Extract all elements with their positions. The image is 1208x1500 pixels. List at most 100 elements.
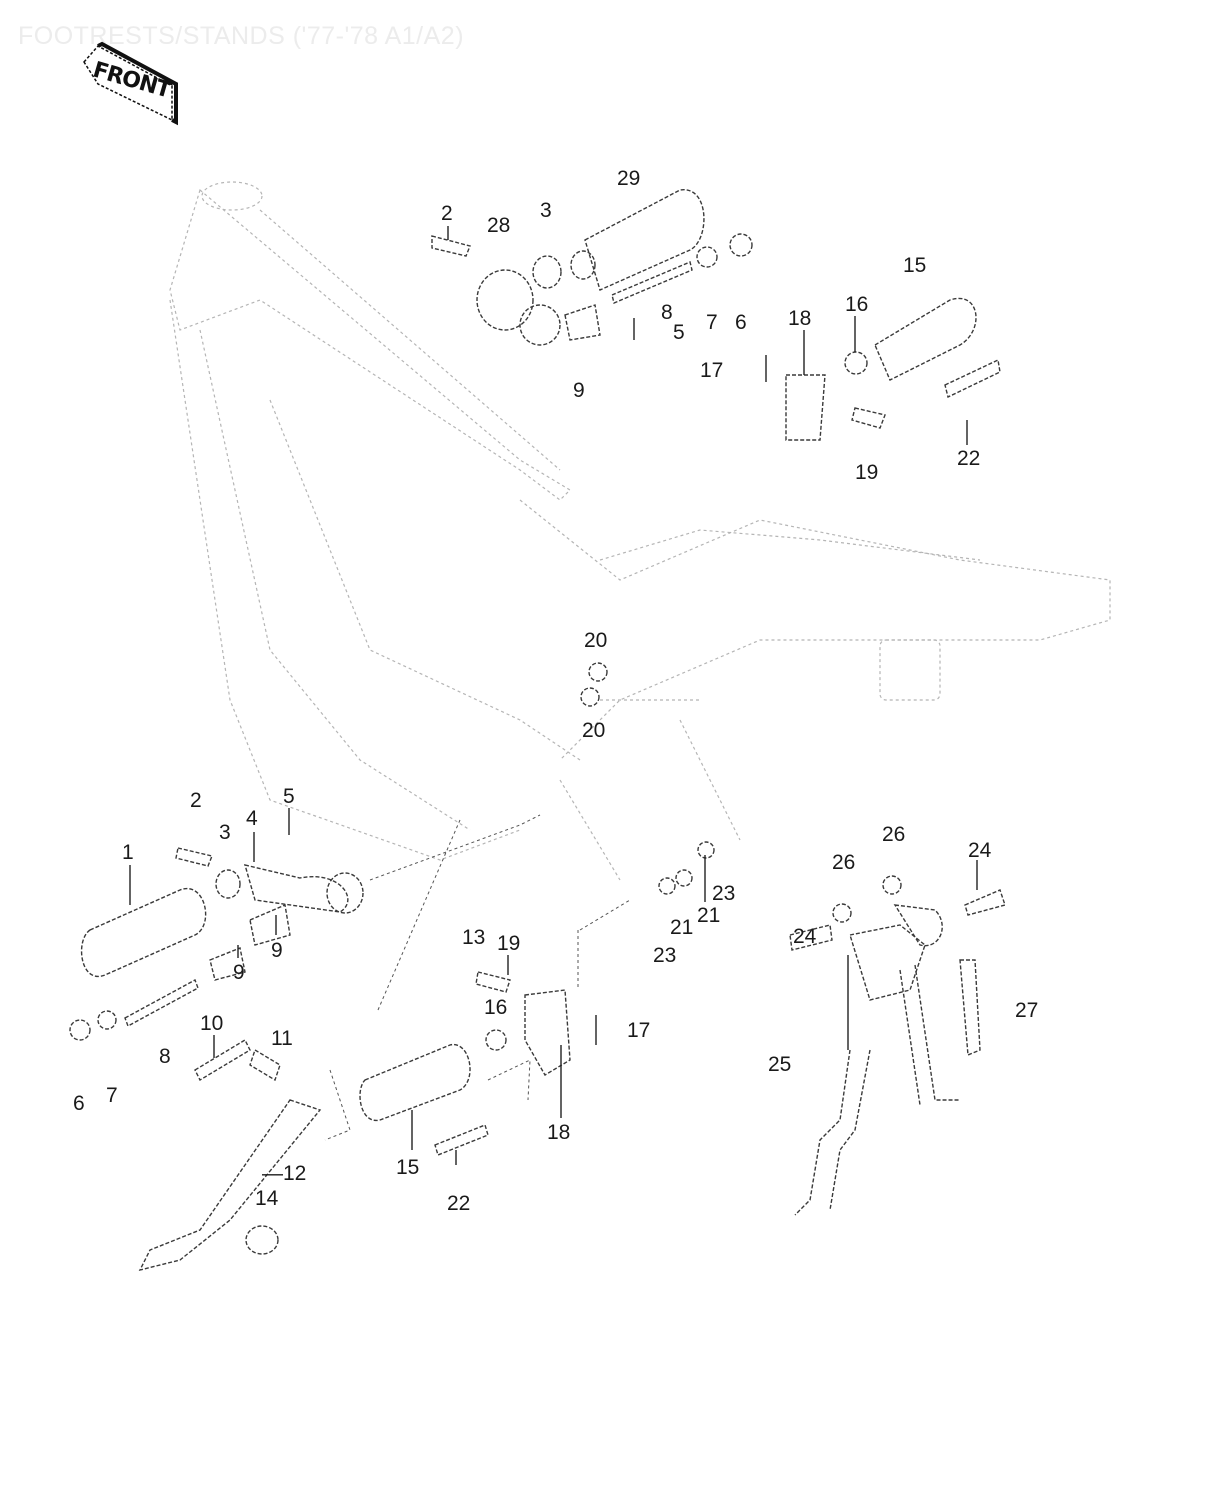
callout-c24b: 24 [793,925,817,948]
callout-c21b: 21 [670,916,694,939]
rubber-1 [80,887,207,978]
nut-26-right [882,875,902,895]
front-arrow-icon [83,41,178,126]
frame-downtube-left [169,299,521,861]
bolt-22-upper [944,358,1001,399]
rubber-15-upper [874,297,977,381]
callout-c1: 1 [122,841,134,864]
nut-20-a [588,662,608,682]
callout-c20a: 20 [584,629,608,652]
callout-c19b: 19 [497,932,521,955]
front-indicator: FRONT [80,40,180,130]
nut-20-b [580,687,600,707]
bracket-4 [243,864,349,913]
callout-c9a: 9 [573,379,585,402]
collar-9-upper [564,304,601,341]
callout-c7a: 7 [706,311,718,334]
frame-top-tube [169,188,571,501]
center-stand-25-leg [794,1049,871,1216]
callout-c4: 4 [246,807,258,830]
callout-c23b: 23 [653,944,677,967]
callout-c17a: 17 [700,359,724,382]
bolt-24-left [789,924,833,951]
rubber-15-lower [359,1044,471,1121]
callout-c14: 14 [255,1187,279,1210]
bracket-18-lower [524,989,571,1076]
frame-fasteners [580,662,715,895]
leader-frame-mount [577,899,631,990]
stand-pivot [893,904,943,947]
washer-3-upper [532,255,562,289]
frame-center-tube [269,399,581,761]
callout-c7b: 7 [106,1084,118,1107]
upper-footrest-assembly [431,189,753,346]
callout-c5b: 5 [283,785,295,808]
bracket-18-upper [785,374,826,441]
bolt-2-upper [431,235,471,257]
callout-c3b: 3 [219,821,231,844]
left-passenger-footrest [359,971,597,1156]
frame-backbone [259,209,561,471]
collar-9-lower-a [249,904,291,946]
center-stand [789,875,1006,1216]
left-footrest-assembly [69,847,364,1082]
rubber-14 [245,1225,279,1255]
callout-c18b: 18 [547,1121,571,1144]
callout-c2b: 2 [190,789,202,812]
stand-bracket [849,924,926,1001]
washer-3-lower [215,869,241,899]
callout-c16a: 16 [845,293,869,316]
callout-c9c: 9 [233,961,245,984]
washer-16-lower [485,1029,507,1051]
spring-27 [959,959,981,1057]
bolt-22-lower [434,1124,489,1156]
right-passenger-footrest [765,297,1001,441]
bracket-28 [476,269,534,331]
callout-c29: 29 [617,167,641,190]
frame [169,181,1111,881]
callout-c24a: 24 [968,839,992,862]
rear-bracket [879,639,941,701]
callout-c23a: 23 [712,882,736,905]
washer-16-upper [844,351,868,375]
pin-8-lower [124,979,199,1027]
bolt-2-lower [175,847,213,867]
diagram-title: FOOTRESTS/STANDS ('77-'78 A1/A2) [18,22,465,50]
leader-passenger-mount [487,1059,531,1101]
washer-7-lower [97,1010,117,1030]
frame-rear-subframe [519,499,1111,761]
collar-9-lower-b [209,947,246,981]
steering-head [201,181,263,211]
callout-c2a: 2 [441,202,453,225]
frame-rear-rail [599,529,981,561]
pin-19-lower [475,971,511,993]
callout-c9b: 9 [271,939,283,962]
spring-10 [194,1039,251,1081]
callout-c13: 13 [462,926,486,949]
center-stand-25-leg-right [899,964,960,1106]
callout-c26b: 26 [832,851,856,874]
leader-lines [129,226,978,1165]
pin-8-upper [611,261,693,304]
callout-c28: 28 [487,214,511,237]
callout-c10: 10 [200,1012,224,1035]
callout-c16b: 16 [484,996,508,1019]
callout-c15b: 15 [396,1156,420,1179]
callout-c27: 27 [1015,999,1039,1022]
callout-c25: 25 [768,1053,792,1076]
leader-bracket-frame [369,814,541,881]
callout-c22b: 22 [447,1192,471,1215]
nut-23 [658,877,676,895]
frame-downtube-right [199,329,471,831]
callout-c15a: 15 [903,254,927,277]
callout-c6a: 6 [735,311,747,334]
frame-lower-struts [559,699,741,881]
callout-c17b: 17 [627,1019,651,1042]
leader-side-stand [324,1069,351,1141]
callout-c8a: 8 [661,301,673,324]
callout-c22a: 22 [957,447,981,470]
callout-c19a: 19 [855,461,879,484]
washer-21-b [675,869,693,887]
callout-c8b: 8 [159,1045,171,1068]
